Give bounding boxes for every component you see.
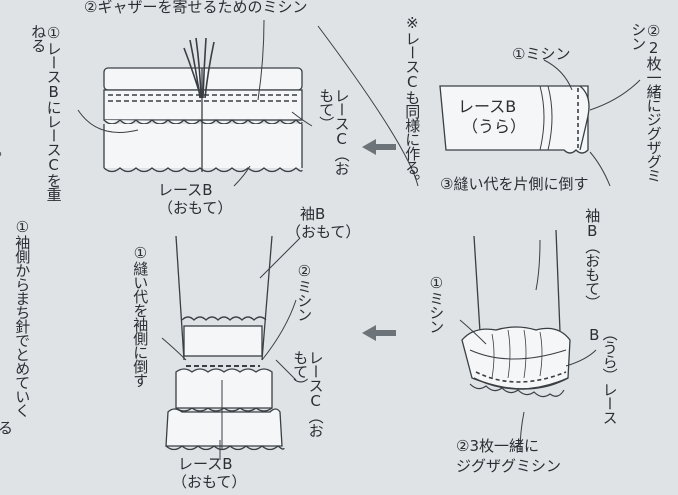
label-overlap-lace: ①レースBにレースCを重ねる bbox=[29, 24, 63, 201]
label-zigzag-3-sub: ジグザグミシン bbox=[456, 457, 562, 475]
label-pin-sleeve: ①袖側からまち針でとめていく bbox=[13, 218, 32, 417]
label-sew-3: ①ミシン bbox=[427, 274, 446, 333]
step-arrow-2 bbox=[362, 325, 396, 341]
label-fold-to-sleeve: ①縫い代を袖側に倒す bbox=[131, 244, 150, 387]
step-arrow-1 bbox=[362, 139, 396, 155]
label-lace-b-back-sub: （うら） bbox=[462, 117, 527, 136]
label-lace-b-front-1-sub: （おもて） bbox=[158, 199, 233, 217]
lace-panel-top-right bbox=[439, 85, 590, 154]
label-sleeve-b-top: 袖B bbox=[300, 205, 326, 223]
label-note-same: ※レースCも同様に作る。 bbox=[403, 14, 422, 188]
label-lace-b-back: レースB bbox=[458, 97, 517, 116]
label-sew-1: ①ミシン bbox=[512, 45, 571, 63]
lace-panel-top-left bbox=[103, 37, 303, 173]
label-fold-allowance: ③縫い代を片側に倒す bbox=[440, 175, 589, 193]
label-edge-ru: る bbox=[0, 419, 14, 437]
label-sew-2: ②ミシン bbox=[295, 262, 314, 321]
label-zigzag-3: ②3枚一緒に bbox=[456, 437, 539, 455]
label-lace-b-back-right: （うら）レースB bbox=[585, 326, 619, 424]
label-lace-c-front-1: レースC（おもて） bbox=[317, 88, 351, 175]
label-lace-b-front-1: レースB bbox=[158, 181, 213, 199]
label-lace-b-front-2: レースB bbox=[178, 455, 233, 473]
label-lace-c-front-2: レースC（おもて） bbox=[291, 350, 325, 437]
label-sleeve-b-top-sub: （おもて） bbox=[286, 223, 361, 241]
sleeve-bottom-right bbox=[461, 229, 571, 398]
sleeve-bottom-left bbox=[165, 235, 285, 451]
label-lace-b-front-2-sub: （おもて） bbox=[172, 473, 247, 491]
label-gather-stitch: ②ギャザーを寄せるためのミシン bbox=[84, 0, 308, 16]
leader-lines bbox=[77, 19, 641, 460]
label-edge-o: 。 bbox=[0, 141, 11, 159]
label-sleeve-b-right: 袖B（おもて） bbox=[583, 208, 602, 309]
label-zigzag-2: ②2枚一緒にジグザグミシン bbox=[629, 22, 663, 182]
